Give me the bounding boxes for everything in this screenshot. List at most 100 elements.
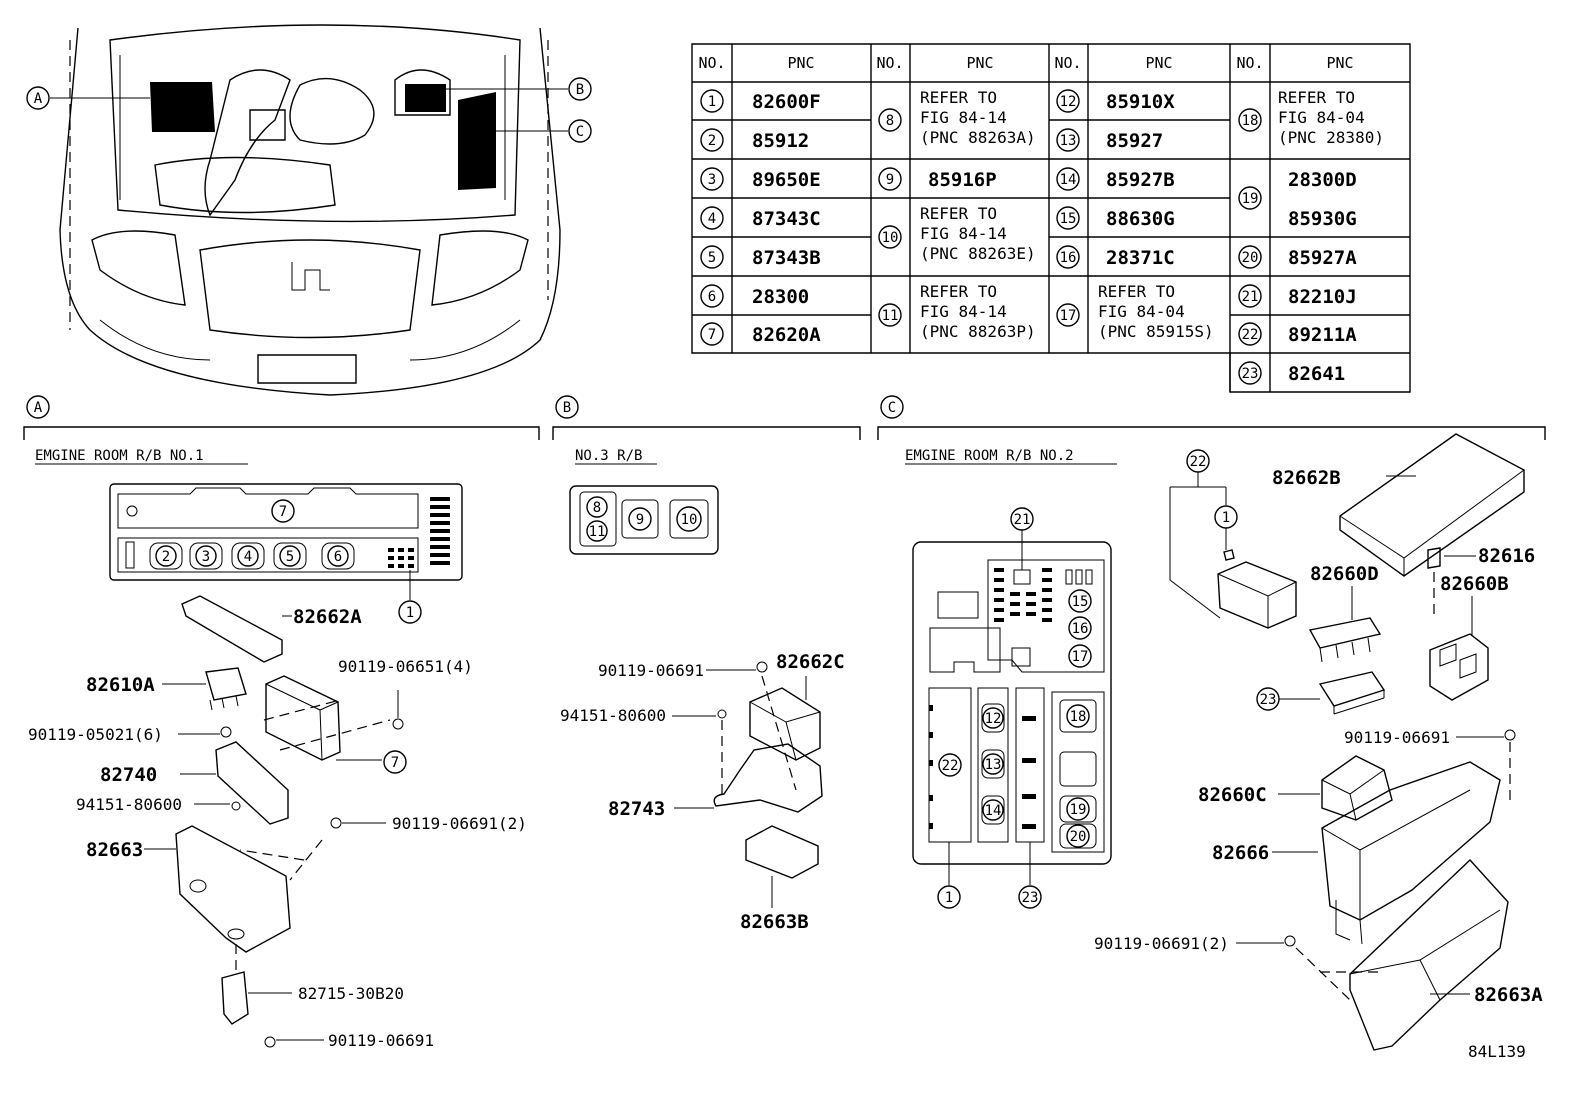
svg-text:8: 8 bbox=[886, 113, 894, 129]
table-row: 9 85916P bbox=[878, 167, 997, 191]
svg-text:90119-06651(4): 90119-06651(4) bbox=[338, 657, 473, 676]
svg-text:28300: 28300 bbox=[752, 286, 809, 308]
svg-text:REFER TO: REFER TO bbox=[920, 88, 997, 107]
svg-text:16: 16 bbox=[1060, 250, 1077, 266]
table-header: PNC bbox=[1326, 54, 1353, 72]
svg-text:21: 21 bbox=[1014, 512, 1031, 528]
svg-text:87343C: 87343C bbox=[752, 208, 821, 230]
svg-text:6: 6 bbox=[334, 549, 342, 565]
svg-text:4: 4 bbox=[244, 549, 252, 565]
svg-text:87343B: 87343B bbox=[752, 247, 821, 269]
svg-text:REFER TO: REFER TO bbox=[1098, 282, 1175, 301]
table-row: 1 82600F bbox=[700, 89, 821, 113]
svg-text:17: 17 bbox=[1060, 308, 1077, 324]
table-row: 6 28300 bbox=[700, 284, 809, 308]
svg-text:FIG 84-04: FIG 84-04 bbox=[1098, 302, 1185, 321]
svg-text:82715-30B20: 82715-30B20 bbox=[298, 984, 404, 1003]
svg-text:18: 18 bbox=[1070, 709, 1087, 725]
svg-text:17: 17 bbox=[1072, 649, 1089, 665]
svg-text:FIG 84-04: FIG 84-04 bbox=[1278, 108, 1365, 127]
svg-text:19: 19 bbox=[1070, 802, 1087, 818]
table-row: 16 28371C bbox=[1056, 245, 1175, 269]
section-a-label: A bbox=[26, 395, 50, 419]
svg-text:85916P: 85916P bbox=[928, 169, 997, 191]
svg-text:18: 18 bbox=[1242, 113, 1259, 129]
svg-text:11: 11 bbox=[882, 308, 899, 324]
svg-text:82210J: 82210J bbox=[1288, 286, 1357, 308]
svg-text:82600F: 82600F bbox=[752, 91, 821, 113]
svg-text:15: 15 bbox=[1072, 594, 1089, 610]
svg-text:14: 14 bbox=[1060, 172, 1077, 188]
svg-text:14: 14 bbox=[985, 803, 1002, 819]
svg-text:10: 10 bbox=[882, 230, 899, 246]
table-row: 10 REFER TO FIG 84-14 (PNC 88263E) bbox=[878, 204, 1036, 263]
svg-text:13: 13 bbox=[1060, 133, 1077, 149]
svg-text:20: 20 bbox=[1070, 829, 1087, 845]
svg-text:1: 1 bbox=[708, 94, 716, 110]
svg-text:82663: 82663 bbox=[86, 839, 143, 861]
svg-text:(PNC 28380): (PNC 28380) bbox=[1278, 128, 1384, 147]
svg-text:7: 7 bbox=[708, 327, 716, 343]
svg-text:15: 15 bbox=[1060, 211, 1077, 227]
svg-text:9: 9 bbox=[636, 512, 644, 528]
svg-text:3: 3 bbox=[202, 549, 210, 565]
svg-text:12: 12 bbox=[985, 711, 1002, 727]
callout-c-top: C bbox=[568, 119, 592, 143]
svg-text:82666: 82666 bbox=[1212, 842, 1269, 864]
section-a-title: EMGINE ROOM R/B NO.1 bbox=[35, 448, 204, 464]
svg-text:82663B: 82663B bbox=[740, 911, 809, 933]
svg-text:89211A: 89211A bbox=[1288, 324, 1357, 346]
svg-text:88630G: 88630G bbox=[1106, 208, 1175, 230]
table-header: PNC bbox=[1145, 54, 1172, 72]
section-c-title: EMGINE ROOM R/B NO.2 bbox=[905, 448, 1074, 464]
svg-text:C: C bbox=[576, 124, 584, 140]
svg-text:28371C: 28371C bbox=[1106, 247, 1175, 269]
svg-text:90119-06691(2): 90119-06691(2) bbox=[1094, 934, 1229, 953]
svg-text:3: 3 bbox=[708, 172, 716, 188]
svg-text:23: 23 bbox=[1242, 366, 1259, 382]
svg-text:82610A: 82610A bbox=[86, 674, 155, 696]
figure-code: 84L139 bbox=[1468, 1042, 1526, 1061]
svg-text:90119-06691: 90119-06691 bbox=[598, 661, 704, 680]
svg-text:22: 22 bbox=[942, 758, 959, 774]
table-header: NO. bbox=[1236, 54, 1263, 72]
svg-text:85927: 85927 bbox=[1106, 130, 1163, 152]
svg-text:FIG 84-14: FIG 84-14 bbox=[920, 302, 1007, 321]
svg-text:90119-05021(6): 90119-05021(6) bbox=[28, 725, 163, 744]
svg-text:2: 2 bbox=[708, 133, 716, 149]
svg-text:B: B bbox=[576, 82, 584, 98]
table-header: NO. bbox=[698, 54, 725, 72]
section-brackets: A B C EMGINE ROOM R/B NO.1 NO.3 R/B EMGI… bbox=[23, 395, 1546, 465]
svg-text:A: A bbox=[34, 400, 43, 416]
svg-text:REFER TO: REFER TO bbox=[920, 282, 997, 301]
svg-text:10: 10 bbox=[681, 512, 698, 528]
svg-text:11: 11 bbox=[589, 524, 606, 540]
svg-text:23: 23 bbox=[1022, 890, 1039, 906]
svg-text:82740: 82740 bbox=[100, 764, 157, 786]
svg-text:82641: 82641 bbox=[1288, 363, 1345, 385]
svg-text:85930G: 85930G bbox=[1288, 208, 1357, 230]
table-header: NO. bbox=[876, 54, 903, 72]
engine-room-illustration: A B C bbox=[26, 24, 592, 396]
section-c-label: C bbox=[880, 395, 904, 419]
svg-text:21: 21 bbox=[1242, 289, 1259, 305]
svg-text:A: A bbox=[34, 91, 43, 107]
svg-text:5: 5 bbox=[286, 549, 294, 565]
svg-text:FIG 84-14: FIG 84-14 bbox=[920, 108, 1007, 127]
table-header: PNC bbox=[787, 54, 814, 72]
svg-text:5: 5 bbox=[708, 250, 716, 266]
table-row: 18 REFER TO FIG 84-04 (PNC 28380) bbox=[1238, 88, 1384, 147]
svg-text:(PNC 88263P): (PNC 88263P) bbox=[920, 322, 1036, 341]
svg-text:89650E: 89650E bbox=[752, 169, 821, 191]
table-header: PNC bbox=[966, 54, 993, 72]
svg-text:16: 16 bbox=[1072, 621, 1089, 637]
table-row: 15 88630G bbox=[1056, 206, 1175, 230]
section-b-diagram: 8 11 9 10 90119-06691 82662C 94151-80600… bbox=[560, 485, 845, 933]
svg-text:(PNC 85915S): (PNC 85915S) bbox=[1098, 322, 1214, 341]
svg-text:6: 6 bbox=[708, 289, 716, 305]
svg-text:82616: 82616 bbox=[1478, 545, 1535, 567]
